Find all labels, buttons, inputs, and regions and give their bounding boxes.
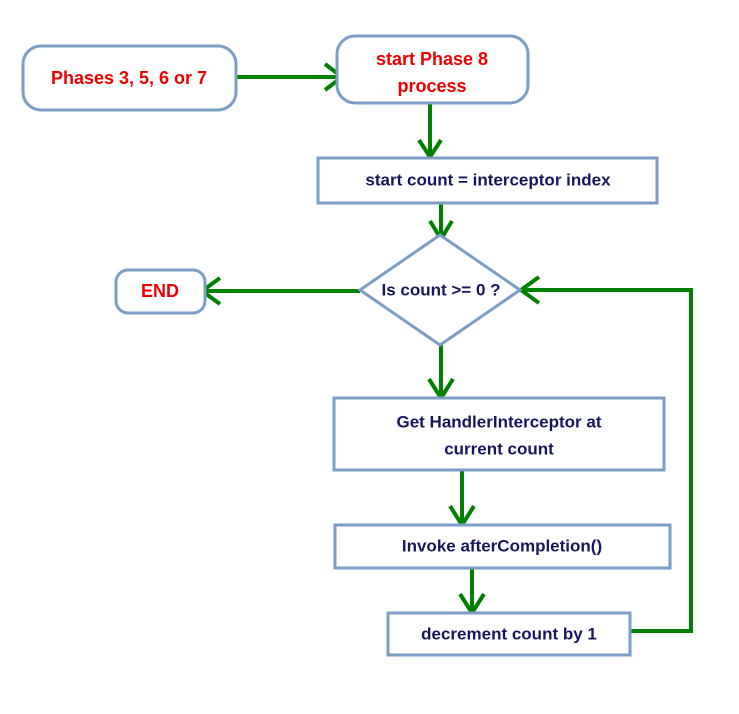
node-phases[interactable]: Phases 3, 5, 6 or 7 [21, 44, 238, 112]
node-decision-count[interactable]: Is count >= 0 ? [357, 233, 523, 347]
node-start-phase-8-label-line2: process [397, 76, 466, 96]
node-decrement-count[interactable]: decrement count by 1 [386, 611, 632, 657]
edge-get-interceptor-to-invoke [448, 470, 476, 529]
node-get-interceptor-shape[interactable] [332, 396, 666, 472]
edge-start-phase-8-to-start-count [417, 103, 443, 161]
node-get-interceptor-label-line2: current count [444, 439, 554, 458]
node-start-count[interactable]: start count = interceptor index [316, 156, 659, 205]
node-end-label: END [141, 281, 179, 301]
node-phases-label: Phases 3, 5, 6 or 7 [51, 68, 207, 88]
node-invoke-aftercompletion-label: Invoke afterCompletion() [402, 536, 602, 555]
edge-phases-to-start-phase-8 [236, 62, 346, 92]
node-get-interceptor-label-line1: Get HandlerInterceptor at [397, 412, 602, 431]
node-decrement-count-label: decrement count by 1 [421, 624, 597, 643]
node-decision-count-shape[interactable] [357, 233, 523, 347]
node-start-phase-8-label-line1: start Phase 8 [376, 49, 488, 69]
node-decision-count-label: Is count >= 0 ? [381, 280, 500, 299]
node-end[interactable]: END [114, 268, 207, 315]
edge-decision-to-get-interceptor [427, 342, 455, 402]
edge-start-count-to-decision [428, 203, 454, 243]
node-phases-shape[interactable] [21, 44, 238, 112]
node-invoke-aftercompletion-shape[interactable] [333, 523, 672, 570]
node-start-phase-8-shape[interactable] [335, 34, 530, 105]
node-invoke-aftercompletion[interactable]: Invoke afterCompletion() [333, 523, 672, 570]
edge-invoke-to-decrement [458, 568, 486, 617]
edge-decision-to-end [198, 276, 360, 306]
node-start-phase-8[interactable]: start Phase 8 process [335, 34, 530, 105]
node-start-count-label: start count = interceptor index [365, 170, 611, 189]
node-end-shape[interactable] [114, 268, 207, 315]
node-decrement-count-shape[interactable] [386, 611, 632, 657]
node-get-interceptor[interactable]: Get HandlerInterceptor at current count [332, 396, 666, 472]
node-start-count-shape[interactable] [316, 156, 659, 205]
